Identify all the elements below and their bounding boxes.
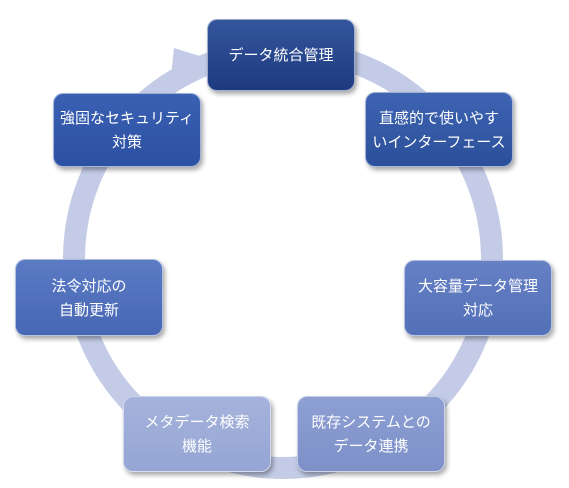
node-line: 自動更新: [58, 300, 119, 319]
cycle-node-intuitive-interface: 直感的で使いやす いインターフェース: [365, 92, 513, 167]
node-line: メタデータ検索: [144, 413, 250, 431]
node-line: データ連携: [333, 437, 409, 455]
node-line: いインターフェース: [372, 132, 506, 151]
node-line: 直感的で使いやす: [378, 108, 499, 127]
node-line: 既存システムとの: [311, 413, 431, 431]
cycle-node-metadata-search: メタデータ検索 機能: [123, 396, 271, 472]
cycle-node-legal-updates: 法令対応の 自動更新: [15, 259, 163, 336]
cycle-node-data-integration: データ統合管理: [207, 19, 355, 91]
cycle-arrowhead: [170, 48, 206, 87]
cycle-node-security: 強固なセキュリティ 対策: [53, 93, 201, 167]
node-line: 対策: [111, 133, 142, 151]
cycle-node-system-integration: 既存システムとの データ連携: [297, 396, 445, 472]
node-line: データ統合管理: [228, 46, 334, 64]
node-line: 法令対応の: [51, 276, 127, 295]
node-line: 大容量データ管理: [417, 277, 538, 295]
cycle-node-large-capacity: 大容量データ管理 対応: [404, 260, 552, 336]
node-line: 対応: [462, 301, 493, 319]
node-line: 強固なセキュリティ: [59, 109, 195, 127]
node-line: 機能: [181, 437, 212, 455]
